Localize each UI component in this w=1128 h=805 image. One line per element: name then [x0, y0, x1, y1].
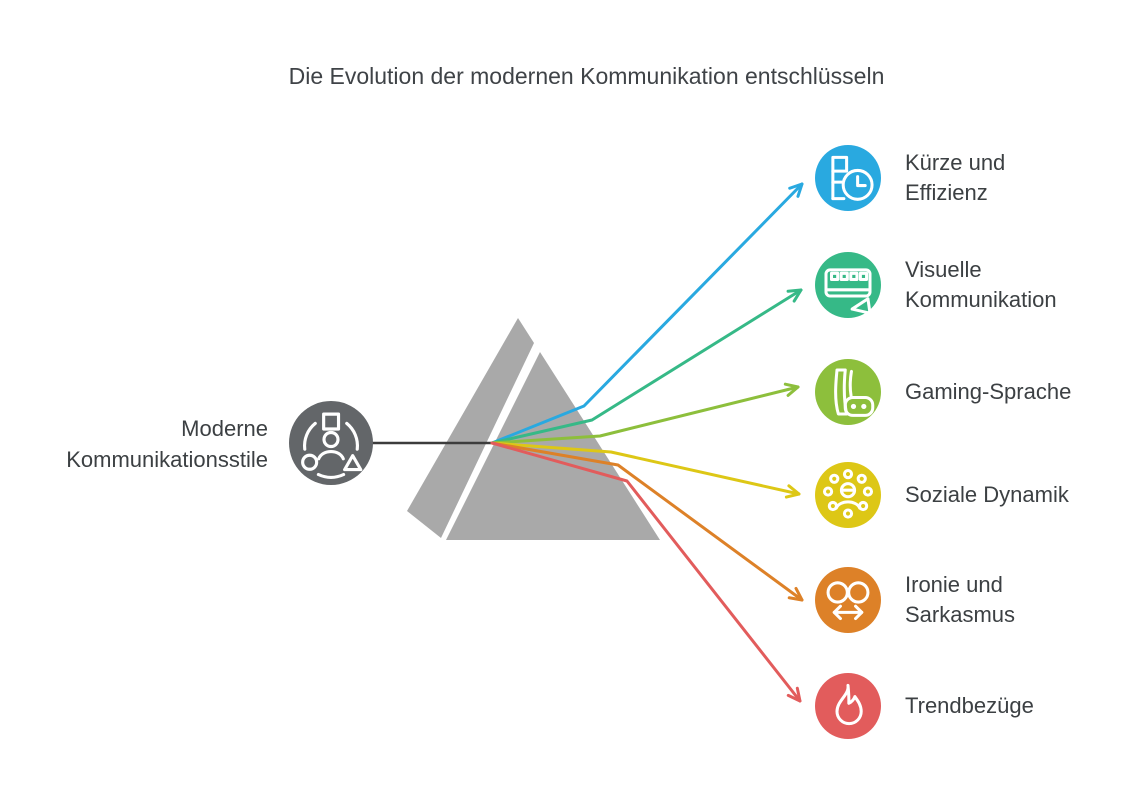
prism-left-facet [407, 318, 534, 538]
communication-styles-icon [301, 412, 363, 479]
spectrum-item-label: Soziale Dynamik [905, 482, 1069, 507]
person-network-icon [822, 469, 874, 519]
ray-arrowhead [784, 484, 801, 499]
console-gamepad-icon [834, 368, 875, 417]
ray-trendbezuege [490, 441, 802, 703]
ray-arrowhead [787, 586, 804, 602]
spectrum-item-badge [815, 673, 881, 739]
spectrum-item-badge [815, 567, 881, 633]
ray-ironie-und-sarkasmus [490, 441, 804, 602]
source-label: Moderne Kommunikationsstile [66, 416, 268, 472]
spectrum-item-label: Ironie und Sarkasmus [905, 572, 1016, 627]
ray-soziale-dynamik [490, 441, 801, 499]
spectrum-item-ironie-und-sarkasmus: Ironie und Sarkasmus [815, 567, 1015, 633]
spectrum-item-badge [815, 145, 881, 211]
ray-arrowhead [783, 382, 800, 397]
prism-shape [407, 318, 660, 540]
spectrum-item-badge [815, 252, 881, 318]
ray-arrowhead [786, 686, 802, 703]
spectrum-item-soziale-dynamik: Soziale Dynamik [815, 462, 1069, 528]
film-megaphone-icon [824, 268, 872, 315]
document-clock-icon [831, 155, 874, 201]
spectrum-item-badge [815, 359, 881, 425]
spectrum-item-kuerze-und-effizienz: Kürze und Effizienz [815, 145, 1005, 211]
source-node [289, 401, 373, 485]
spectrum-item-visuelle-kommunikation: Visuelle Kommunikation [815, 252, 1057, 318]
ray-arrowhead [786, 288, 803, 303]
eyes-swap-arrow-icon [826, 581, 870, 621]
flame-icon [835, 683, 863, 726]
spectrum-item-label: Kürze und Effizienz [905, 150, 1006, 205]
spectrum-item-gaming-sprache: Gaming-Sprache [815, 359, 1071, 425]
spectrum-item-trendbezuege: Trendbezüge [815, 673, 1034, 739]
ray-visuelle-kommunikation [490, 288, 803, 445]
ray-arrowhead [788, 182, 804, 198]
spectrum-item-label: Trendbezüge [905, 693, 1034, 718]
ray-gaming-sprache [490, 382, 800, 445]
spectrum-item-badge [815, 462, 881, 528]
spectrum-item-label: Visuelle Kommunikation [905, 257, 1057, 312]
spectrum-item-label: Gaming-Sprache [905, 379, 1072, 404]
ray-kuerze-und-effizienz [490, 182, 804, 445]
prism-body [446, 352, 660, 540]
diagram-title: Die Evolution der modernen Kommunikation… [288, 63, 885, 89]
